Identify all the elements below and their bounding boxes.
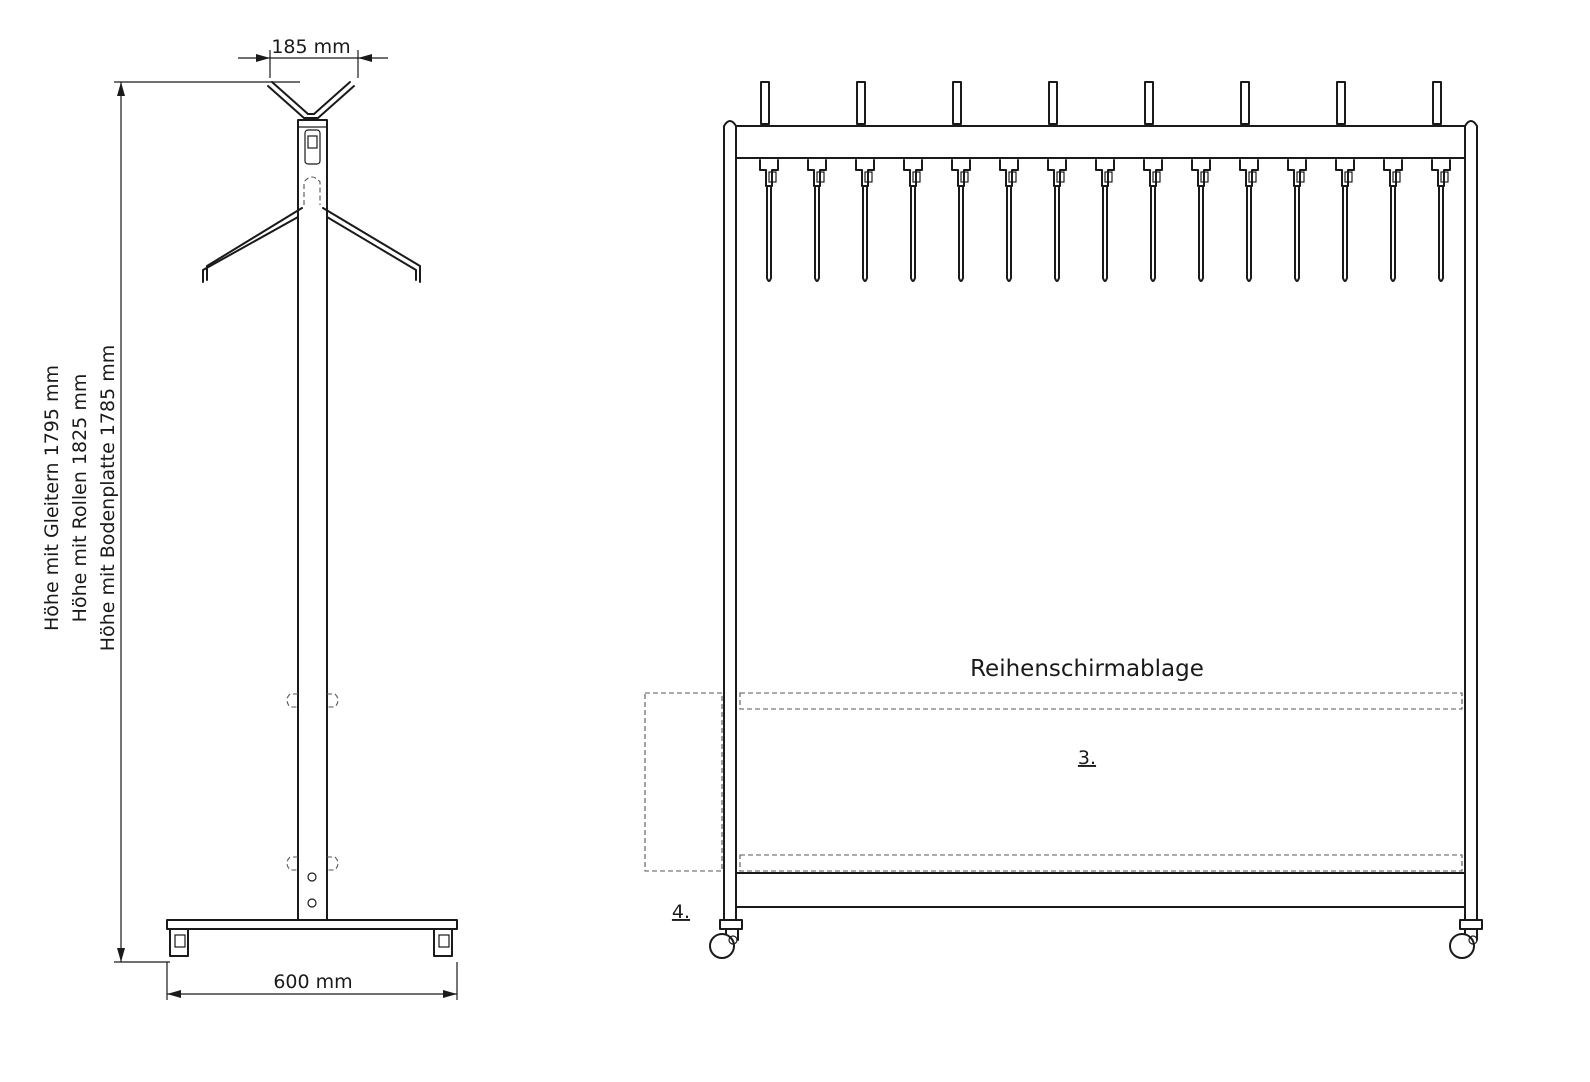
side-attachment: 4. [644,692,723,923]
front-view: Reihenschirmablage 3. 4. [644,81,1483,959]
height-castors-label: Höhe mit Rollen 1825 mm [69,374,91,623]
frame [719,120,1483,930]
hook [1239,159,1259,282]
umbrella-holder [286,693,339,871]
height-dimension: Höhe mit Gleitern 1795 mm Höhe mit Rolle… [41,81,300,963]
callout-4: 4. [672,901,690,923]
top-width-dimension: 185 mm [238,36,388,78]
side-hanger [202,207,421,283]
hook [1383,159,1403,282]
side-view: 185 mm Höhe mit Gleitern 1795 mm Höhe mi… [41,36,458,1000]
post [297,119,328,921]
top-v-hook [267,81,355,119]
top-peg-row [760,81,1442,125]
base-width-dimension: 600 mm [166,962,458,1000]
shelf-label: Reihenschirmablage [970,656,1204,682]
hook [807,159,827,282]
height-glides-label: Höhe mit Gleitern 1795 mm [41,365,63,631]
hook [1047,159,1067,282]
hook [759,159,779,282]
castor [709,928,739,959]
hook [1431,159,1451,282]
hook [1095,159,1115,282]
hook [999,159,1019,282]
hook [1143,159,1163,282]
castor [1449,928,1478,959]
top-width-label: 185 mm [271,36,350,58]
umbrella-shelf: Reihenschirmablage 3. [739,656,1463,872]
hook [903,159,923,282]
base-width-label: 600 mm [273,971,352,993]
hook [1287,159,1307,282]
base-plate [166,919,458,957]
hook [951,159,971,282]
hook [855,159,875,282]
callout-3: 3. [1078,747,1096,769]
hook-row [759,159,1451,282]
hook [1191,159,1211,282]
height-baseplate-label: Höhe mit Bodenplatte 1785 mm [97,345,119,651]
hook [1335,159,1355,282]
